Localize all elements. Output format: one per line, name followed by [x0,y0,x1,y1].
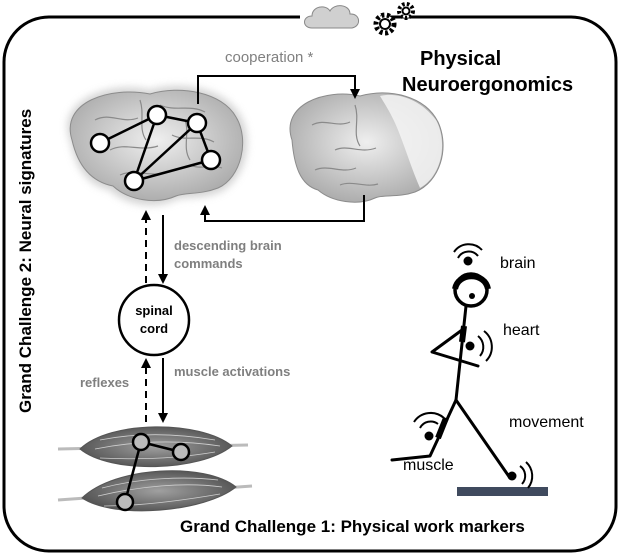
network-nodes [89,104,222,192]
gear-icon [373,2,415,36]
cooperation-arrow-top [197,75,360,104]
title-line2: Neuroergonomics [402,74,574,96]
muscle-nodes [115,432,191,512]
cooperation-label: cooperation * [225,49,314,66]
spinal-cord-circle [117,283,191,357]
reflexes-label: reflexes [80,375,130,390]
sensor-icon [413,243,534,489]
foot-sensor [507,471,517,481]
heart-marker-label: heart [503,322,540,339]
spinal-cord-label-line2: cord [139,321,169,336]
neural-network [99,113,213,183]
muscle-marker-label: muscle [403,457,454,474]
descending-label-line1: descending brain [174,238,282,253]
network-node [146,104,168,126]
cloud-icon [300,5,380,32]
muscle-node [131,432,151,452]
cooperation-arrow-bottom [200,195,365,222]
muscle-node [115,492,135,512]
network-node [186,112,208,134]
brain-right-icon [289,92,444,203]
heart-sensor-strap [459,325,467,343]
eeg-cap [452,273,491,291]
force-plate [457,487,548,496]
title-line1: Physical [420,48,502,70]
leg-sensor-strap [435,416,449,440]
brain-marker-label: brain [500,255,536,272]
eeg-sensor [469,293,475,299]
muscle-node [171,442,191,462]
heart-sensor [465,341,475,351]
network-node [123,170,145,192]
network-node [200,149,222,171]
head-sensor [463,256,473,266]
grand-challenge-2: Grand Challenge 2: Neural signatures [16,108,35,413]
muscle-activations-label: muscle activations [174,364,291,379]
spinal-cord-label-line1: spinal [135,303,173,318]
descending-label-line2: commands [174,256,243,271]
movement-marker-label: movement [509,414,584,431]
muscle-sensor [424,431,434,441]
network-node [89,132,111,154]
grand-challenge-1: Grand Challenge 1: Physical work markers [180,517,525,536]
